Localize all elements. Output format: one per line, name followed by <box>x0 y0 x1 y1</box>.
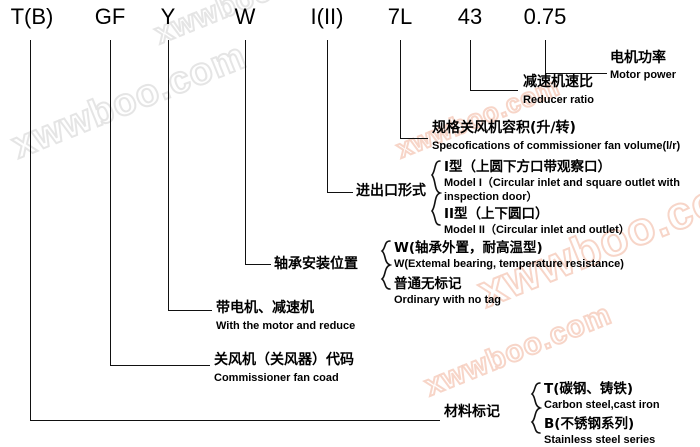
brace-bearing-position <box>378 240 392 290</box>
label-bearing-ordinary-en: Ordinary with no tag <box>394 294 501 306</box>
label-fan-code-en: Commissioner fan coad <box>214 372 339 384</box>
label-material-b-cn: B(不锈钢系列) <box>544 416 635 432</box>
leader-line-inlet-outlet <box>327 40 328 192</box>
leader-line-motor-power <box>545 73 607 74</box>
watermark: xwwboo.com <box>5 34 253 168</box>
label-material-t-en: Carbon steel,cast iron <box>544 399 660 411</box>
code-segment-inlet-outlet: I(II) <box>310 4 344 29</box>
leader-line-reducer-ratio <box>470 90 518 91</box>
label-material-b-en: Stainless steel series <box>544 434 656 446</box>
label-motor-reducer-en: With the motor and reduce <box>216 320 356 332</box>
label-material-t-cn: T(碳钢、铸铁) <box>544 381 634 397</box>
leader-line-motor-reducer <box>168 40 169 310</box>
label-fan-volume-cn: 规格关风机容积(升/转) <box>432 120 576 136</box>
leader-line-material <box>30 40 31 420</box>
leader-line-bearing-position <box>245 264 271 265</box>
leader-line-fan-volume <box>400 138 428 139</box>
label-bearing-external-en: W(Extemal bearing, temperature resistanc… <box>394 258 624 270</box>
leader-line-fan-code <box>110 365 210 366</box>
label-fan-code-cn: 关风机（关风器）代码 <box>214 352 354 368</box>
code-segment-reducer-ratio: 43 <box>457 4 483 29</box>
label-bearing-external-cn: W(轴承外置，耐高温型) <box>394 240 543 256</box>
label-material-mark-cn: 材料标记 <box>444 404 500 420</box>
leader-line-fan-code <box>110 40 111 365</box>
label-motor-power-en: Motor power <box>610 69 676 81</box>
label-inlet-outlet-cn: 进出口形式 <box>356 183 426 199</box>
label-model-1-en: Model I（Circular inlet and square outlet… <box>444 177 680 203</box>
brace-inlet-outlet <box>428 160 442 226</box>
label-model-2-en: Model II（Circular inlet and outlet） <box>444 224 630 236</box>
leader-line-bearing-position <box>245 40 246 264</box>
label-reducer-ratio-en: Reducer ratio <box>523 94 594 106</box>
code-segment-bearing: W <box>234 4 256 29</box>
leader-line-motor-reducer <box>168 310 212 311</box>
code-segment-fan-volume: 7L <box>387 4 413 29</box>
leader-line-fan-volume <box>400 40 401 138</box>
label-bearing-ordinary-cn: 普通无标记 <box>394 276 462 292</box>
label-motor-reducer-cn: 带电机、减速机 <box>216 300 314 316</box>
label-model-1-cn: I型（上圆下方口带观察口） <box>444 159 612 175</box>
code-segment-motor-reducer: Y <box>160 4 176 29</box>
brace-material <box>528 382 542 434</box>
label-bearing-position-cn: 轴承安装位置 <box>274 256 358 272</box>
leader-line-motor-power <box>545 40 546 73</box>
leader-line-reducer-ratio <box>470 40 471 90</box>
label-reducer-ratio-cn: 减速机速比 <box>523 74 593 90</box>
label-model-2-cn: II型（上下圆口） <box>444 206 549 222</box>
code-segment-material: T(B) <box>10 4 54 29</box>
label-fan-volume-en: Specofications of commissioner fan volum… <box>432 140 681 152</box>
leader-line-material <box>30 420 440 421</box>
code-segment-motor-power: 0.75 <box>523 4 567 29</box>
label-motor-power-cn: 电机功率 <box>610 50 666 66</box>
code-segment-fan-code: GF <box>94 4 126 29</box>
leader-line-inlet-outlet <box>327 192 353 193</box>
